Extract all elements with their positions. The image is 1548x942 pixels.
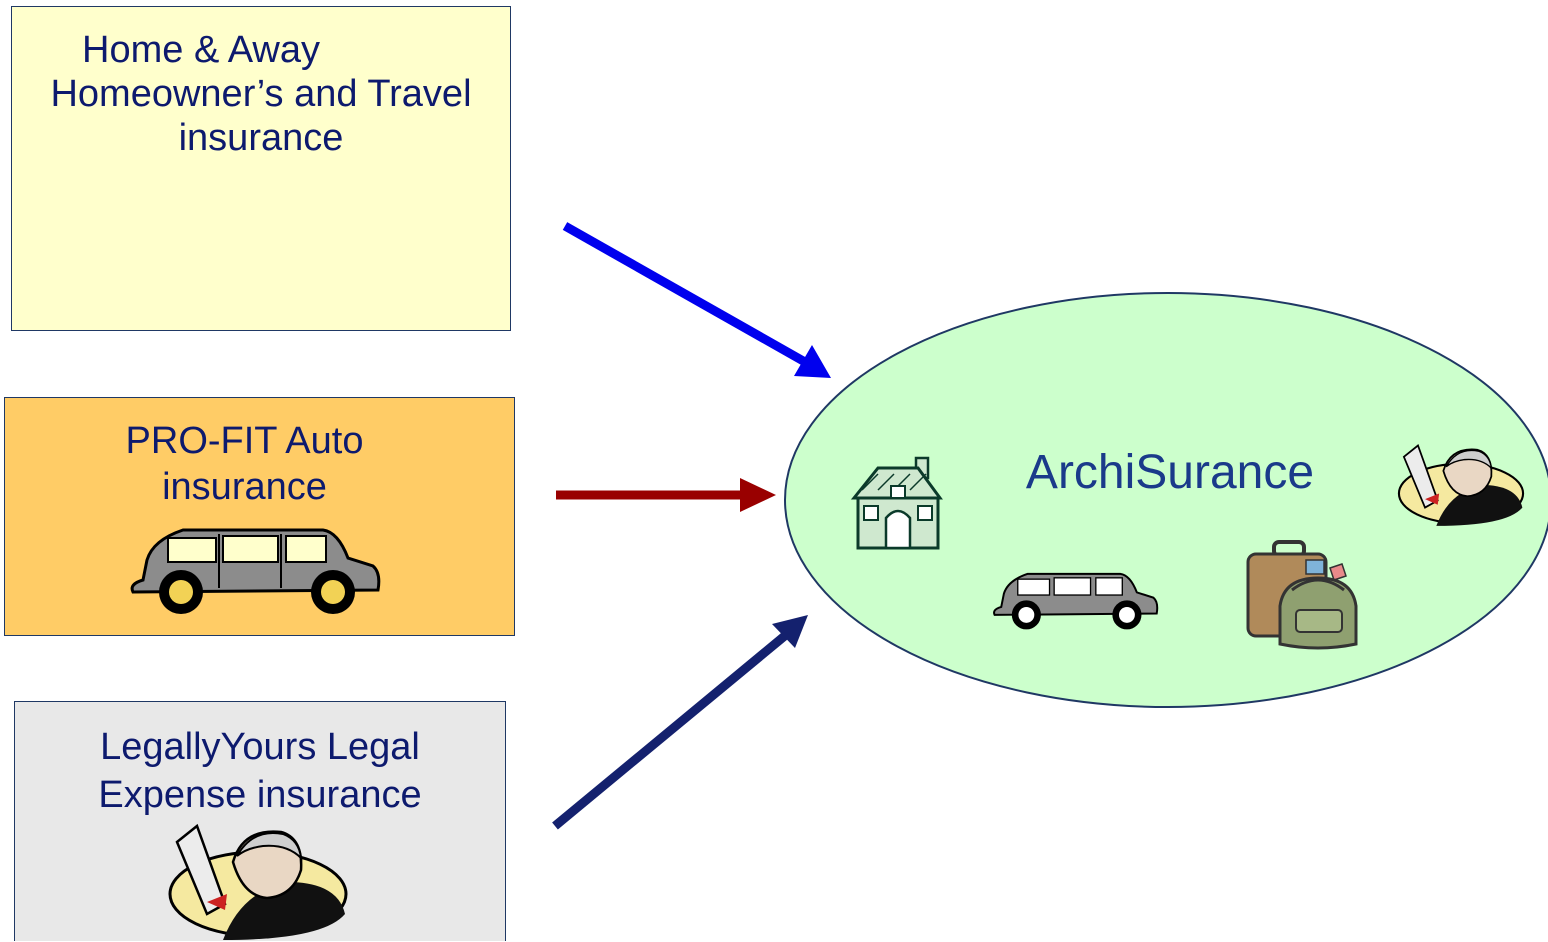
house-icon [850, 456, 943, 550]
home-away-title: Home & Away [82, 29, 320, 71]
arrow-auto-to-archisurance [556, 478, 776, 512]
arrow-home-to-archisurance [562, 222, 831, 378]
lawyer-icon [168, 823, 348, 940]
luggage-icon [1246, 540, 1358, 650]
archisurance-ellipse [784, 292, 1548, 708]
profit-auto-title: PRO-FIT Auto [125, 420, 364, 462]
home-away-insurance-label: insurance [178, 117, 344, 159]
car-icon [130, 528, 381, 614]
legallyyours-subtitle: Expense insurance [98, 774, 422, 816]
home-away-box: Home & Away Homeowner’s and Travel insur… [11, 6, 511, 331]
profit-auto-box: PRO-FIT Auto insurance [4, 397, 515, 636]
legallyyours-box: LegallyYours Legal Expense insurance [14, 701, 506, 941]
archisurance-title: ArchiSurance [1025, 446, 1315, 499]
car-icon [993, 572, 1159, 630]
profit-auto-insurance-label: insurance [162, 466, 327, 508]
lawyer-icon [1397, 444, 1525, 526]
home-away-subtitle: Homeowner’s and Travel [50, 73, 472, 115]
arrow-legal-to-archisurance [552, 615, 808, 830]
legallyyours-title: LegallyYours Legal [100, 726, 420, 768]
